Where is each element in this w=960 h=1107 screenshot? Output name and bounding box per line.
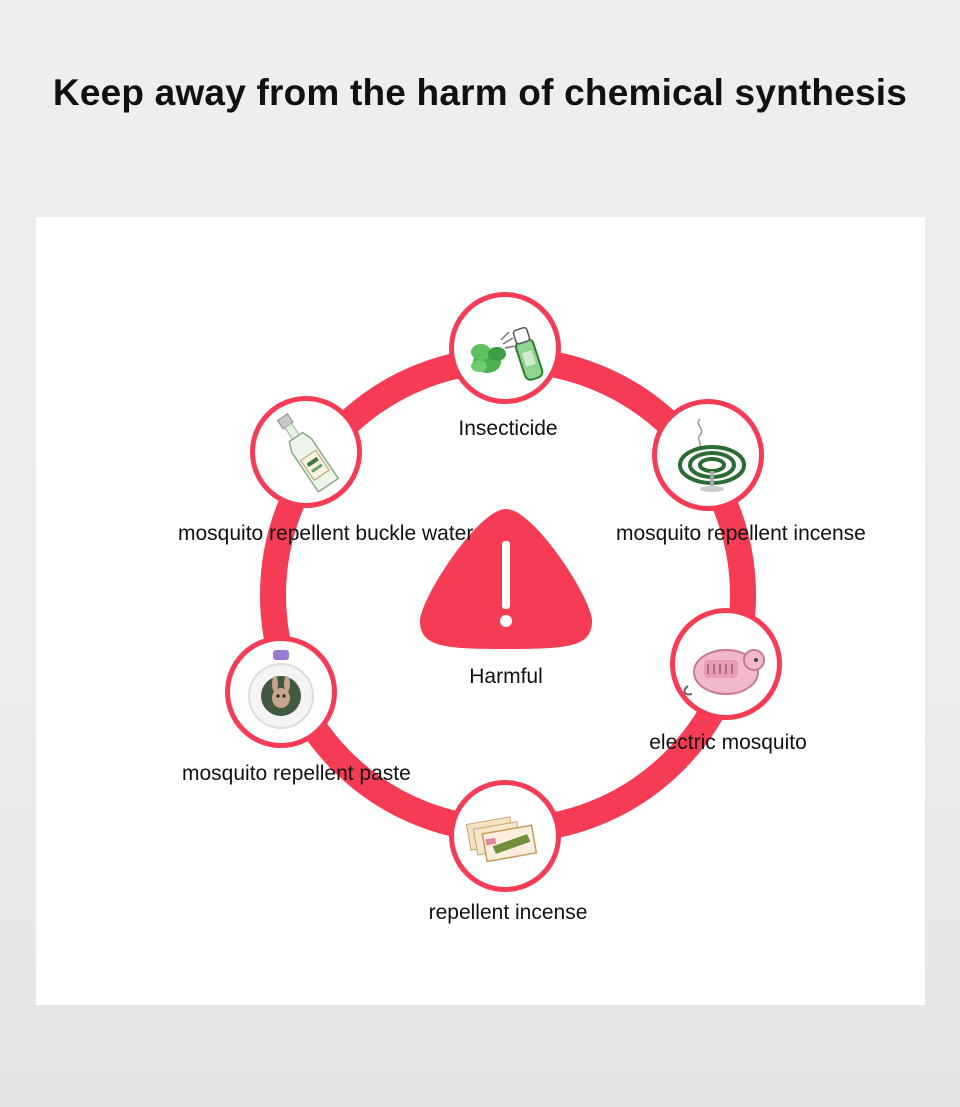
node-coil-incense <box>652 399 764 511</box>
label-floral-water: mosquito repellent buckle water <box>178 522 474 545</box>
floral-water-bottle-icon <box>276 413 340 493</box>
warning-icon <box>420 509 592 649</box>
patch-icon <box>248 650 314 729</box>
node-insecticide <box>449 292 561 404</box>
spray-bottle-icon <box>471 326 544 381</box>
label-electric-repeller: electric mosquito <box>649 731 807 754</box>
label-incense-sheet: repellent incense <box>428 901 588 924</box>
electric-repeller-icon <box>683 649 765 696</box>
label-insecticide: Insecticide <box>458 417 558 440</box>
node-incense-sheet <box>449 780 561 892</box>
coil-incense-icon <box>678 418 746 492</box>
page-title: Keep away from the harm of chemical synt… <box>52 72 908 113</box>
center-label: Harmful <box>469 665 543 688</box>
node-electric-repeller <box>670 608 782 720</box>
incense-sheet-icon <box>465 816 538 863</box>
label-patch: mosquito repellent paste <box>182 762 411 785</box>
node-floral-water <box>250 396 362 508</box>
node-patch <box>225 636 337 748</box>
label-coil-incense: mosquito repellent incense <box>616 522 866 545</box>
